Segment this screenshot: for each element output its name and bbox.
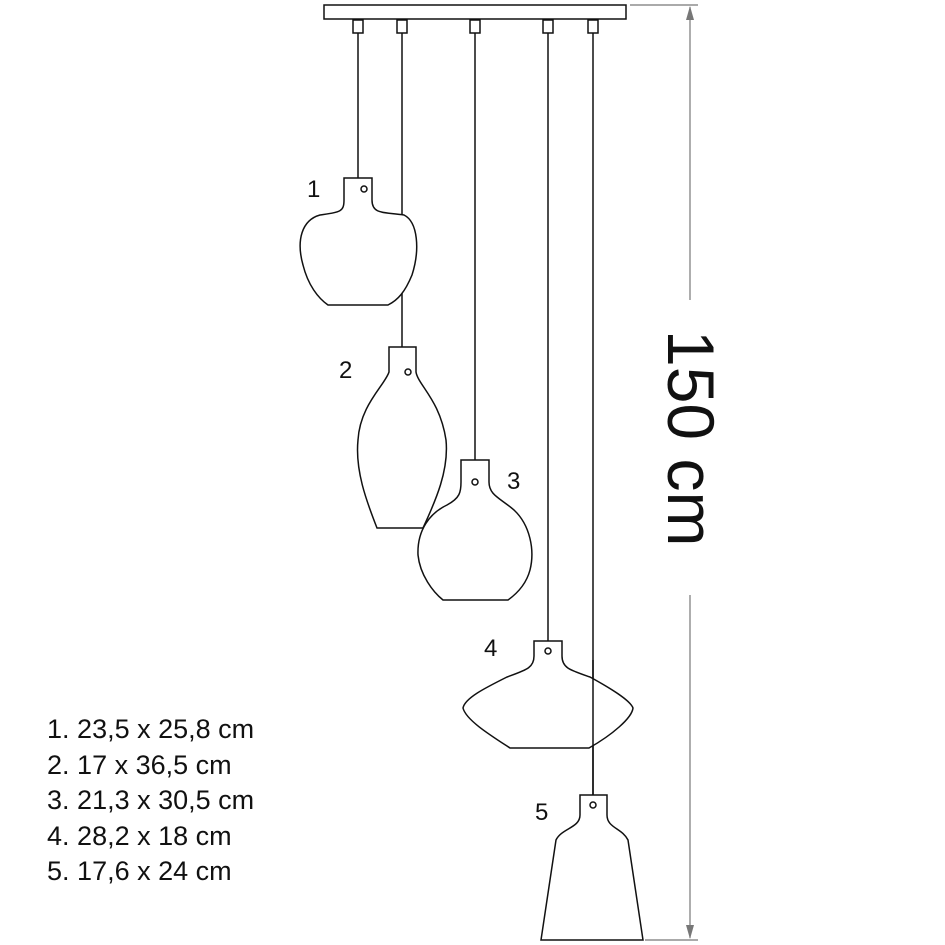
cord-mount: [352, 19, 364, 34]
lamp-2-shade: [356, 346, 448, 529]
lamp-label-4: 4: [484, 635, 497, 662]
lamp-5-shade: [540, 794, 644, 941]
lamp-label-1: 1: [307, 176, 320, 203]
lamp-label-3: 3: [507, 468, 520, 495]
height-dimension-label: 150 cm: [654, 330, 728, 546]
list-item: 4. 28,2 x 18 cm: [47, 820, 232, 851]
ceiling-canopy: [323, 4, 627, 20]
lamp-3-shade: [417, 459, 533, 601]
lamp-label-5: 5: [535, 799, 548, 826]
cord-mount: [542, 19, 554, 34]
cord-mount: [469, 19, 481, 34]
lamp-4-shade: [462, 640, 634, 749]
list-item: 5. 17,6 x 24 cm: [47, 856, 232, 886]
list-item: 3. 21,3 x 30,5 cm: [47, 785, 255, 815]
dimensions-list: 1. 23,5 x 25,8 cm 2. 17 x 36,5 cm 3. 21,…: [47, 712, 254, 890]
lamp-1-shade: [299, 177, 418, 306]
cord-mount: [396, 19, 408, 34]
height-dimension: [630, 4, 698, 941]
lamp-label-2: 2: [339, 357, 352, 384]
cord-mount: [587, 19, 599, 34]
list-item: 1. 23,5 x 25,8 cm: [47, 714, 255, 744]
list-item: 2. 17 x 36,5 cm: [47, 749, 232, 780]
